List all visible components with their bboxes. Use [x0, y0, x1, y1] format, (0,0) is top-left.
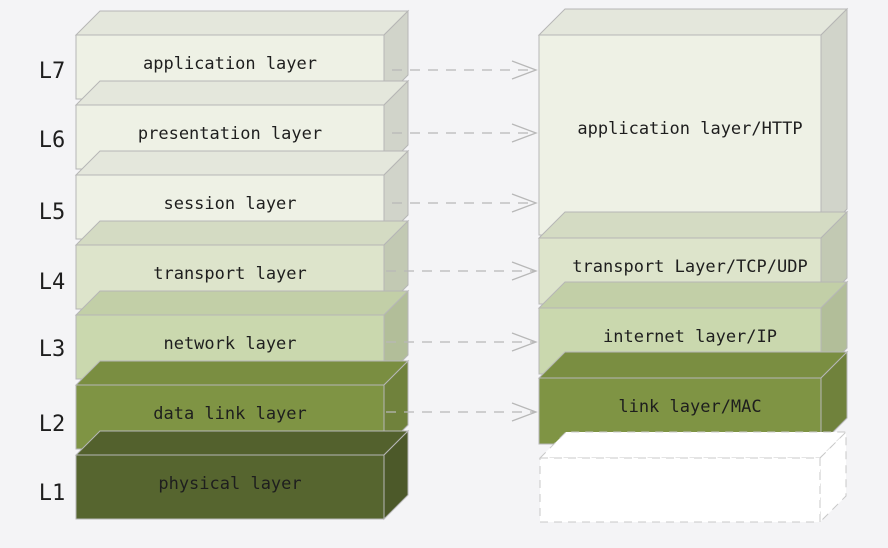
level-label: L1 — [39, 481, 66, 506]
tcpip-layer-box: internet layer/IP — [537, 280, 849, 376]
tcpip-layer-box: application layer/HTTP — [537, 7, 849, 237]
osi-layer-label: transport layer — [153, 264, 307, 284]
osi-layer-label: presentation layer — [138, 124, 322, 144]
connector-arrow — [392, 193, 538, 213]
level-label: L5 — [39, 200, 66, 225]
connector-arrow — [386, 402, 538, 422]
level-label: L6 — [39, 128, 66, 153]
osi-layer-label: physical layer — [158, 474, 301, 494]
osi-layer-box: physical layer — [74, 429, 410, 521]
tcpip-layer-label: transport Layer/TCP/UDP — [572, 257, 807, 277]
osi-layer-label: network layer — [163, 334, 296, 354]
tcpip-layer-box: link layer/MAC — [537, 350, 849, 446]
tcpip-stack: application layer/HTTP transport Layer/TC… — [537, 7, 849, 524]
empty-physical-box — [538, 430, 848, 524]
tcpip-layer-label: application layer/HTTP — [577, 119, 802, 139]
connector-arrow — [392, 60, 538, 80]
connector-arrow — [392, 123, 538, 143]
level-label: L4 — [39, 270, 66, 295]
tcpip-layer-label: link layer/MAC — [618, 397, 761, 417]
osi-layer-label: session layer — [163, 194, 296, 214]
connectors — [386, 60, 538, 422]
level-label: L7 — [39, 59, 66, 84]
osi-layer-label: data link layer — [153, 404, 307, 424]
level-label: L3 — [39, 337, 66, 362]
osi-stack: application layer presentation layer sessi… — [74, 9, 410, 521]
tcpip-layer-label: internet layer/IP — [603, 327, 777, 347]
osi-layer-label: application layer — [143, 54, 317, 74]
connector-arrow — [386, 332, 538, 352]
level-label: L2 — [39, 412, 66, 437]
connector-arrow — [386, 261, 538, 281]
